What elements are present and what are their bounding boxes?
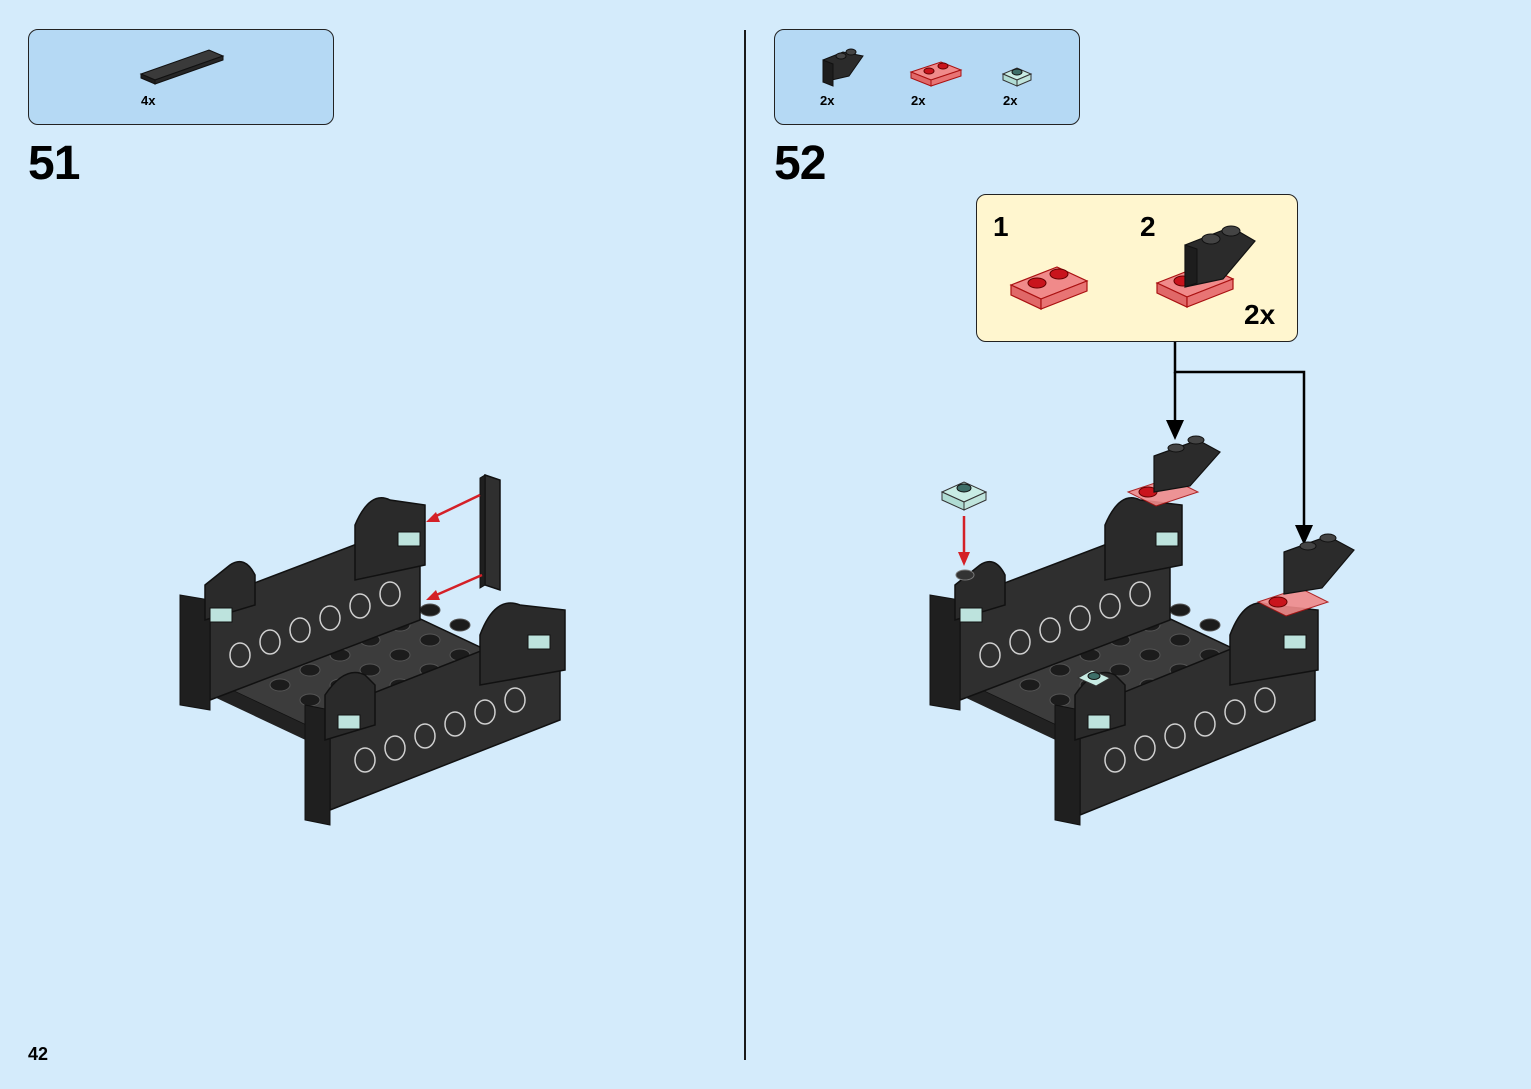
trans-red-plate-1x2-icon: [909, 61, 963, 87]
part-qty: 2x: [820, 93, 835, 108]
substep-qty: 2x: [1244, 299, 1276, 330]
part-qty: 4x: [141, 93, 156, 108]
part-qty: 2x: [1003, 93, 1018, 108]
black-tile-1x4-icon: [139, 49, 225, 85]
substep-number: 2: [1140, 211, 1156, 242]
part-qty: 2x: [911, 93, 926, 108]
parts-callout-step-52: 2x 2x 2x: [774, 29, 1080, 125]
trans-light-blue-plate-1x1-icon: [1001, 67, 1033, 87]
substep-callout: 1 2 2x: [976, 194, 1298, 342]
substep-number: 1: [993, 211, 1009, 242]
step-number: 51: [28, 137, 80, 190]
page-number: 42: [28, 1044, 49, 1064]
page-divider: [744, 30, 746, 1060]
parts-callout-step-51: 4x: [28, 29, 334, 125]
assembly-model-step-52: [929, 435, 1355, 826]
trans-red-plate-1x2-icon: [1009, 266, 1089, 310]
assembly-model-step-51: [179, 473, 566, 826]
black-slope-brick-icon: [822, 48, 864, 87]
step-number: 52: [774, 137, 826, 190]
slope-on-trans-red-plate-icon: [1155, 225, 1256, 308]
callout-arrows: [1166, 342, 1313, 545]
